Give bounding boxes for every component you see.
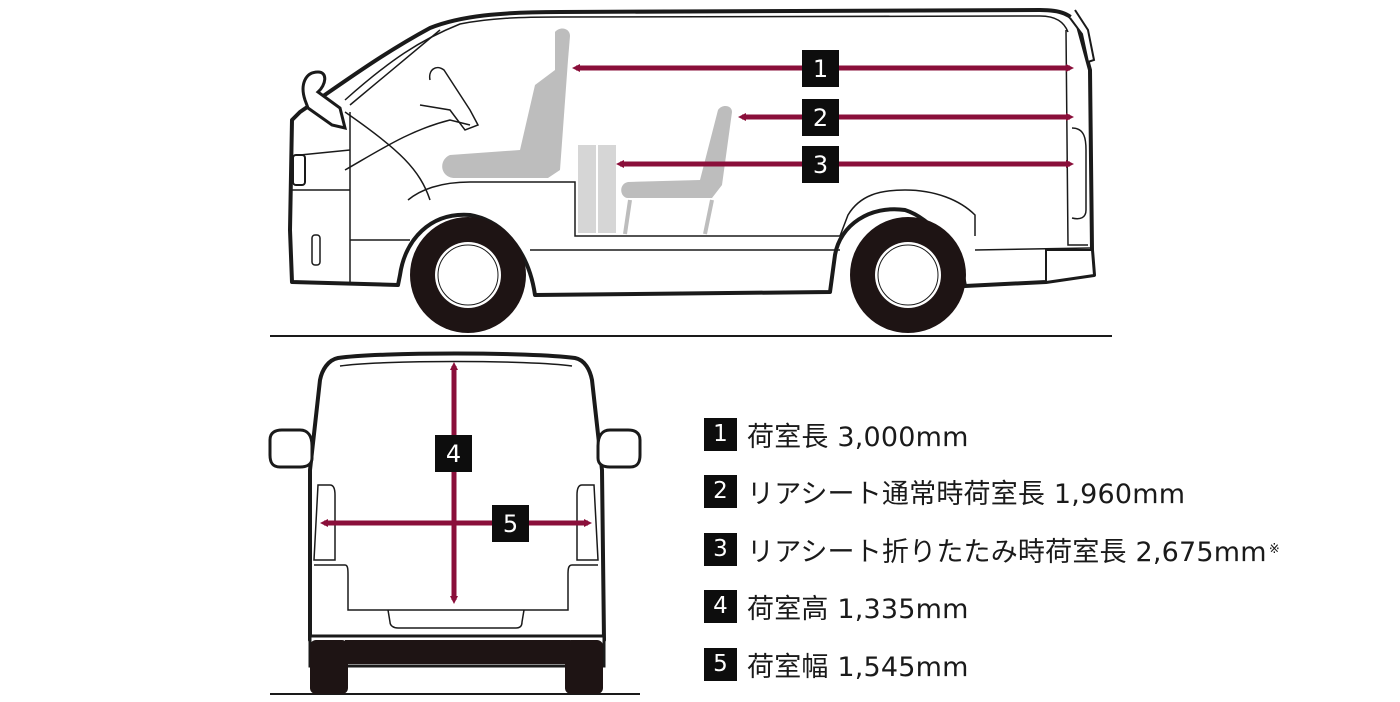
side-mirror-icon <box>301 70 348 131</box>
rear-right-mirror-icon <box>596 428 642 469</box>
van-rear-view: 4 5 <box>268 351 642 695</box>
rear-lower-panel <box>314 564 598 611</box>
legend-text: 荷室幅 1,545mm <box>747 651 969 683</box>
side-rear-door <box>1065 29 1088 246</box>
legend-text: 荷室長 3,000mm <box>747 421 969 453</box>
side-front-door <box>292 112 351 285</box>
rear-left-mirror-icon <box>268 428 314 469</box>
van-side-view: 1 2 3 <box>270 8 1112 337</box>
side-cargo-floor <box>407 181 976 237</box>
svg-text:3: 3 <box>813 151 828 179</box>
front-seat <box>442 28 570 178</box>
side-body-outline <box>288 8 1096 297</box>
folded-seat-panel-2 <box>598 145 616 233</box>
folded-seat-panel-1 <box>578 145 596 233</box>
legend-number-badge: 5 <box>704 647 737 681</box>
rear-roof-inner <box>339 360 573 367</box>
svg-text:1: 1 <box>813 55 828 83</box>
rear-bumper-step <box>345 640 570 664</box>
legend-item: 1 荷室長 3,000mm <box>704 414 1280 454</box>
legend-item: 4 荷室高 1,335mm <box>704 587 1280 627</box>
side-marker-light <box>311 234 321 266</box>
side-steering-wheel <box>419 66 480 131</box>
legend-number-badge: 2 <box>704 475 737 508</box>
legend-note-mark: ※ <box>1268 541 1280 557</box>
side-rear-bumper <box>1045 249 1096 284</box>
rear-wheel <box>850 217 966 333</box>
legend-text: 荷室高 1,335mm <box>747 594 969 625</box>
side-roof-line <box>344 15 1069 101</box>
badge-2: 2 <box>802 99 839 136</box>
svg-text:5: 5 <box>503 510 518 538</box>
svg-text:4: 4 <box>446 440 461 468</box>
legend-text: リアシート通常時荷室長 1,960mm <box>747 479 1186 510</box>
side-rear-spoiler <box>1069 9 1096 64</box>
rear-left-tire <box>310 640 348 694</box>
legend-text: リアシート折りたたみ時荷室長 2,675mm <box>747 536 1267 568</box>
svg-text:2: 2 <box>813 104 828 132</box>
legend-item: 3 リアシート折りたたみ時荷室長 2,675mm※ <box>704 529 1280 569</box>
legend-number-badge: 3 <box>704 532 737 566</box>
legend-number-badge: 4 <box>704 590 737 623</box>
side-headlight <box>292 154 306 186</box>
rear-right-tire <box>565 640 603 694</box>
rear-body-outline <box>308 351 606 642</box>
legend-number-badge: 1 <box>704 417 737 451</box>
legend-item: 2 リアシート通常時荷室長 1,960mm <box>704 472 1280 512</box>
dimension-legend: 1 荷室長 3,000mm 2 リアシート通常時荷室長 1,960mm 3 リア… <box>704 414 1280 702</box>
side-rocker-line <box>350 239 1091 251</box>
badge-3: 3 <box>802 146 839 183</box>
rear-seat-legs <box>623 199 714 235</box>
badge-1: 1 <box>802 50 839 87</box>
rear-seat <box>621 106 732 198</box>
badge-4: 4 <box>435 435 472 472</box>
rear-license-plate-area <box>387 609 525 629</box>
legend-item: 5 荷室幅 1,545mm <box>704 644 1280 684</box>
front-wheel <box>410 217 526 333</box>
badge-5: 5 <box>492 505 529 542</box>
side-windshield <box>344 29 441 201</box>
side-dashboard <box>344 119 471 171</box>
